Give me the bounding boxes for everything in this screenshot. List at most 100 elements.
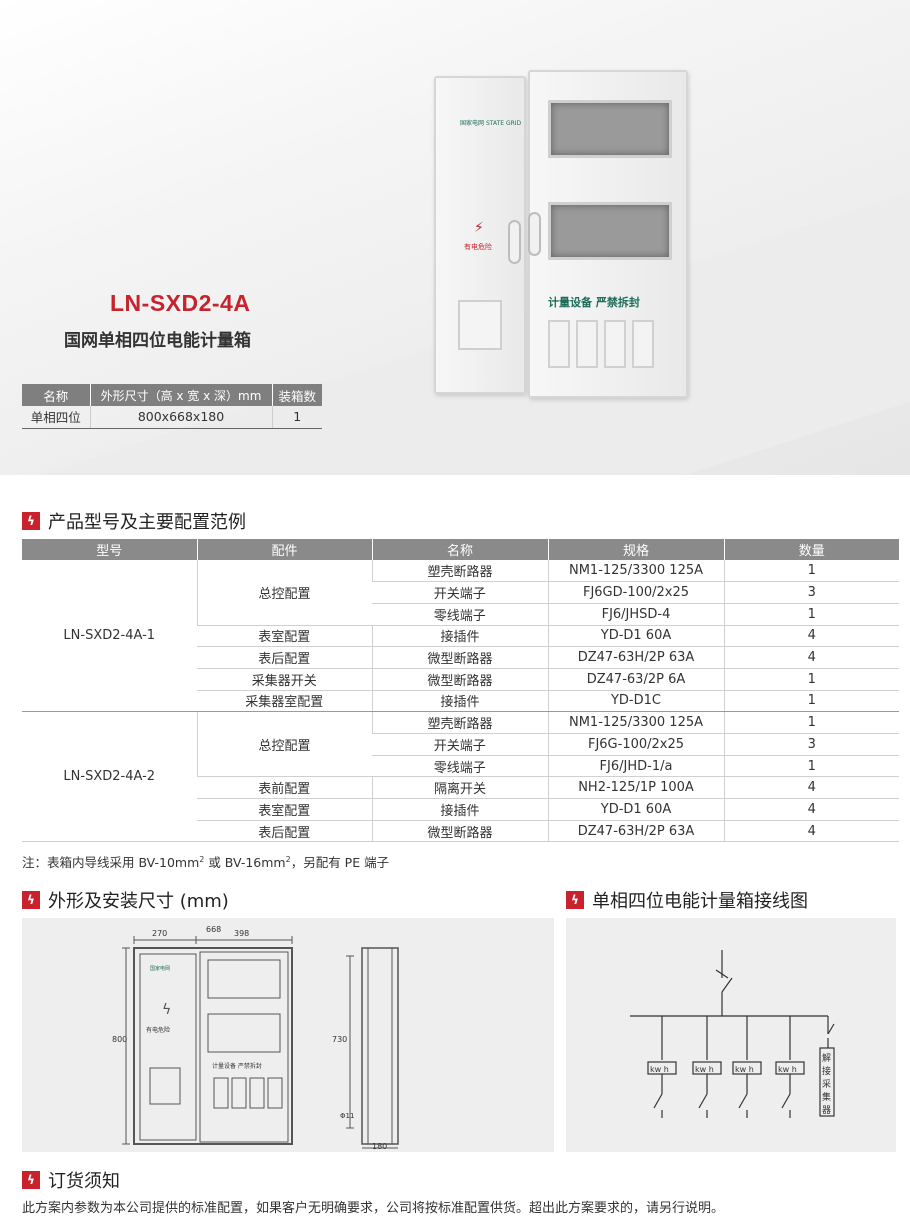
table-row: 开关端子 FJ6GD-100/2x25 3 [22,581,899,604]
config-header: 型号 [22,539,198,560]
model-title: LN-SXD2-4A [110,290,251,316]
collector-char: 器 [822,1105,831,1116]
section-title: 单相四位电能计量箱接线图 [592,891,808,912]
name-cell: 零线端子 [372,755,548,778]
section-title: 订货须知 [48,1171,120,1192]
meter-label: kw h [695,1065,714,1074]
dimension-drawing: 270 668 398 800 730 Φ11 180 国家电网 ϟ 有电危险 … [112,925,399,1151]
section-title: 产品型号及主要配置范例 [48,512,246,533]
spec-header: 装箱数 [272,384,322,406]
part-cell: 表前配置 [197,776,372,800]
section-header-wiring: ϟ 单相四位电能计量箱接线图 [566,887,808,913]
table-row: 表室配置 接插件 YD-D1 60A 4 [22,625,899,648]
name-cell: 塑壳断路器 [371,711,548,734]
table-row: LN-SXD2-4A-2 总控配置 塑壳断路器 NM1-125/3300 125… [22,711,899,843]
qty-cell: 4 [723,646,899,669]
name-cell: 隔离开关 [371,776,548,800]
spec-cell: FJ6GD-100/2x25 [547,581,724,604]
left-door-handle [508,220,521,264]
spec-row: 单相四位 800x668x180 1 [22,406,322,429]
name-cell: 接插件 [371,625,548,648]
table-row: 开关端子 FJ6G-100/2x25 3 [22,733,899,756]
spec-header: 名称 [22,384,91,406]
spec-cell: NM1-125/3300 125A [547,560,724,583]
spec-cell: 1 [272,406,322,429]
bolt-icon: ϟ [22,512,40,530]
cabinet-right-door: 计量设备 严禁拆封 [528,70,688,398]
table-row: 表后配置 微型断路器 DZ47-63H/2P 63A 4 [22,646,899,669]
danger-label: 有电危险 [464,243,492,251]
qty-cell: 1 [723,711,899,734]
table-row: 零线端子 FJ6/JHSD-4 1 [22,603,899,626]
section-header-config: ϟ 产品型号及主要配置范例 [22,508,246,534]
spec-cell: DZ47-63H/2P 63A [547,820,724,843]
cabinet-left-door: 国家电网 STATE GRID ⚡ 有电危险 [434,76,526,394]
drawing-danger: 有电危险 [146,1026,170,1034]
drawing-bolt-icon: ϟ [162,1002,171,1018]
spec-cell: DZ47-63/2P 6A [547,668,724,691]
name-cell: 塑壳断路器 [371,560,548,583]
part-cell: 总控配置 [196,711,372,778]
spec-cell: YD-D1C [547,690,724,713]
collector-char: 集 [822,1091,831,1103]
spec-header: 外形尺寸（高 x 宽 x 深）mm [90,384,273,406]
table-row: 表室配置 接插件 YD-D1 60A 4 [22,798,899,821]
qty-cell: 1 [723,560,899,583]
name-cell: 开关端子 [372,581,548,604]
spec-cell: FJ6/JHD-1/a [547,755,724,778]
part-cell: 表后配置 [197,646,372,669]
qty-cell: 4 [723,820,899,843]
dim-hole: Φ11 [340,1112,354,1120]
section-title: 外形及安装尺寸 (mm) [48,891,229,912]
collector-char: 接 [822,1065,831,1077]
meter-window-bottom [548,202,672,260]
spec-cell: 800x668x180 [90,406,273,429]
spec-header-row: 名称 外形尺寸（高 x 宽 x 深）mm 装箱数 [22,384,322,406]
collector-window [458,300,502,350]
model-cell: LN-SXD2-4A-1 [22,560,197,713]
state-grid-logo: 国家电网 STATE GRID [460,120,522,127]
qty-cell: 1 [723,668,899,691]
order-text: 此方案内参数为本公司提供的标准配置，如果客户无明确要求，公司将按标准配置供货。超… [22,1201,725,1216]
table-row: 表后配置 微型断路器 DZ47-63H/2P 63A 4 [22,820,899,843]
meter-label: kw h [735,1065,754,1074]
spec-cell: NH2-125/1P 100A [547,776,724,800]
high-voltage-icon: ⚡ [474,220,484,236]
qty-cell: 1 [723,603,899,626]
breaker-slot [632,320,654,368]
collector-char: 解 [822,1052,831,1064]
spec-cell: NM1-125/3300 125A [547,711,724,734]
spec-cell: FJ6/JHSD-4 [547,603,724,626]
part-cell: 采集器开关 [197,668,372,691]
part-cell: 采集器室配置 [197,690,372,713]
dim-total-width: 668 [206,925,221,934]
name-cell: 接插件 [371,798,548,821]
meter-label: kw h [650,1065,669,1074]
name-cell: 零线端子 [372,603,548,626]
section-header-order: ϟ 订货须知 [22,1167,120,1193]
config-header: 数量 [724,539,899,560]
table-row: 零线端子 FJ6/JHD-1/a 1 [22,755,899,778]
cabinet-label: 计量设备 严禁拆封 [548,296,640,309]
qty-cell: 1 [723,755,899,778]
part-cell: 总控配置 [196,560,372,626]
qty-cell: 1 [723,690,899,713]
model-cell: LN-SXD2-4A-2 [22,711,197,843]
meter-window-top [548,100,672,158]
spec-cell: DZ47-63H/2P 63A [547,646,724,669]
qty-cell: 4 [723,625,899,648]
qty-cell: 4 [723,798,899,821]
meter-label: kw h [778,1065,797,1074]
name-cell: 微型断路器 [371,820,548,843]
hero-banner: 国家电网 STATE GRID ⚡ 有电危险 计量设备 严禁拆封 LN-SXD2… [0,0,910,475]
config-table: 型号 配件 名称 规格 数量 LN-SXD2-4A-1 总控配置 塑壳断路器 N… [22,539,899,843]
table-row: LN-SXD2-4A-1 总控配置 塑壳断路器 NM1-125/3300 125… [22,560,899,713]
dim-left-width: 270 [152,929,167,938]
drawing-label: 计量设备 严禁拆封 [212,1062,262,1070]
spec-cell: 单相四位 [22,406,91,429]
table-row: 采集器开关 微型断路器 DZ47-63/2P 6A 1 [22,668,899,691]
breaker-slot [548,320,570,368]
breaker-slot [604,320,626,368]
right-door-handle [528,212,541,256]
config-header-row: 型号 配件 名称 规格 数量 [22,539,899,560]
